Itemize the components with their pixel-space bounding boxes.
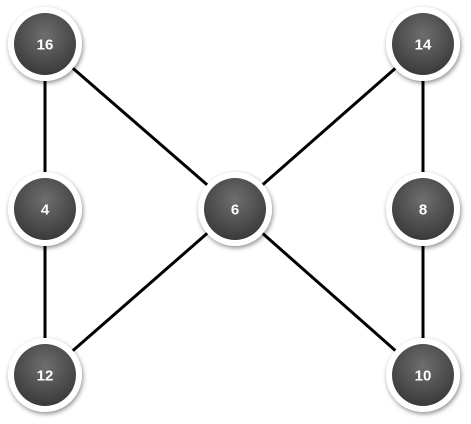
node-14: 14 <box>386 7 460 81</box>
edge-n12-n6 <box>43 207 237 377</box>
node-core <box>14 344 76 406</box>
node-core <box>392 344 454 406</box>
node-8: 8 <box>386 172 460 246</box>
node-label: 4 <box>41 202 50 219</box>
node-label: 14 <box>415 37 432 54</box>
node-core <box>392 178 454 240</box>
node-core <box>204 178 266 240</box>
node-10: 10 <box>386 338 460 412</box>
node-16: 16 <box>8 7 82 81</box>
node-label: 8 <box>419 202 427 219</box>
node-core <box>392 13 454 75</box>
node-core <box>14 13 76 75</box>
node-core <box>14 178 76 240</box>
node-12: 12 <box>8 338 82 412</box>
nodes-layer: 16 14 4 6 8 12 10 <box>8 7 460 412</box>
edge-n6-n10 <box>233 207 425 377</box>
node-6: 6 <box>198 172 272 246</box>
edge-n14-n6 <box>233 42 425 211</box>
edge-n16-n6 <box>43 42 237 211</box>
node-label: 10 <box>415 368 432 385</box>
node-label: 16 <box>37 37 54 54</box>
node-label: 12 <box>37 368 54 385</box>
node-label: 6 <box>231 202 239 219</box>
node-4: 4 <box>8 172 82 246</box>
